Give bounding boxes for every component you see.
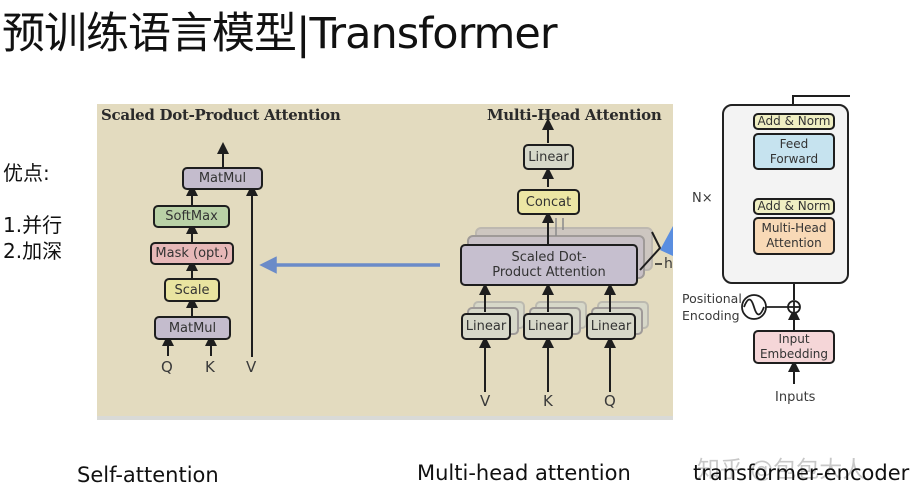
mha-faded-arrows xyxy=(555,218,564,236)
mha-linear-top: Linear xyxy=(523,144,574,170)
sdpa-mask: Mask (opt.) xyxy=(150,242,234,265)
mha-heads-label: h xyxy=(664,256,673,272)
encoder-add-norm-bottom: Add & Norm xyxy=(753,198,835,215)
mha-title: Multi-Head Attention xyxy=(487,106,662,124)
advantage-item: 1.并行 xyxy=(3,213,63,237)
encoder-inputs-label: Inputs xyxy=(775,390,816,405)
encoder-add-norm-top: Add & Norm xyxy=(753,113,835,130)
advantage-item: 2.加深 xyxy=(3,239,63,263)
watermark: 知乎 @包包大人 xyxy=(697,457,866,483)
sdpa-input-q: Q xyxy=(161,358,173,376)
caption-self-attention: Self-attention xyxy=(77,463,219,487)
sdpa-matmul-top: MatMul xyxy=(182,167,263,190)
encoder-input-embedding: Input Embedding xyxy=(753,330,835,364)
encoder-multi-head-attention: Multi-Head Attention xyxy=(753,217,835,255)
positional-encoding-symbol xyxy=(741,294,801,320)
mha-linear-k: Linear xyxy=(523,313,573,340)
sdpa-scale: Scale xyxy=(164,278,220,302)
sdpa-title: Scaled Dot-Product Attention xyxy=(101,106,341,124)
blue-triangle xyxy=(660,226,673,256)
mha-input-k: K xyxy=(543,392,553,410)
encoder-layer-frame xyxy=(722,104,849,284)
advantages-notes: 优点: 1.并行 2.加深 xyxy=(3,160,62,264)
encoder-feed-forward: Feed Forward xyxy=(753,133,835,170)
caption-transformer-encoder: transformer-encoder xyxy=(693,461,910,485)
mha-arrows xyxy=(479,118,616,392)
encoder-repeat-label: N× xyxy=(692,191,713,206)
heads-bracket xyxy=(639,231,662,271)
sdpa-input-k: K xyxy=(205,358,215,376)
mha-linear-q: Linear xyxy=(586,313,636,340)
mha-scaled-dot-product-attention: Scaled Dot-Product Attention xyxy=(460,244,638,286)
slide-title: 预训练语言模型|Transformer xyxy=(2,9,558,59)
mha-linear-v: Linear xyxy=(461,313,511,340)
sdpa-arrows xyxy=(162,142,258,357)
mha-concat: Concat xyxy=(517,189,580,215)
advantages-heading: 优点: xyxy=(3,161,50,185)
panel-shadow xyxy=(97,416,673,420)
caption-multi-head-attention: Multi-head attention xyxy=(417,461,631,485)
sdpa-matmul-bottom: MatMul xyxy=(154,316,231,340)
sdpa-input-v: V xyxy=(246,358,257,376)
mha-input-q: Q xyxy=(604,392,616,410)
mha-input-v: V xyxy=(480,392,491,410)
sdpa-softmax: SoftMax xyxy=(153,205,230,228)
positional-encoding-label: Positional Encoding xyxy=(682,291,742,323)
